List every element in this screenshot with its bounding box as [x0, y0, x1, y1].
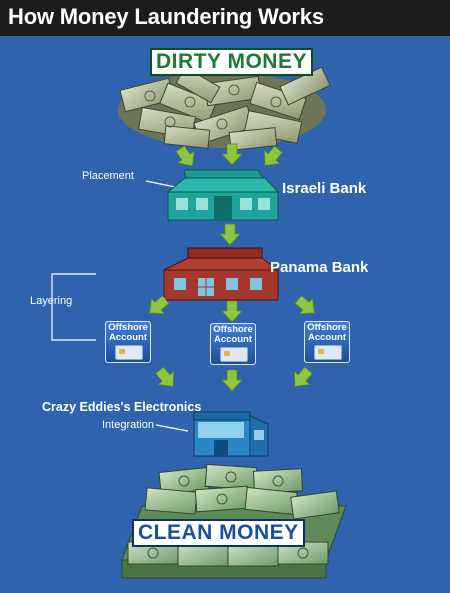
arrow-icon [221, 300, 243, 323]
arrow-icon [151, 363, 182, 394]
dirty-money-label: DIRTY MONEY [150, 48, 313, 76]
layering-label: Layering [30, 295, 73, 307]
israeli-bank-building [166, 169, 280, 221]
credit-card-icon [115, 345, 143, 360]
panama-bank-building [163, 247, 280, 301]
panama-bank-label: Panama Bank [270, 259, 369, 276]
electronics-store-building [193, 411, 269, 457]
arrow-icon [286, 363, 317, 394]
arrow-icon [221, 369, 243, 392]
header-bar: How Money Laundering Works [0, 0, 450, 36]
dirty-money-pile-image [118, 66, 331, 151]
layering-bracket [51, 273, 96, 341]
arrow-icon [291, 291, 322, 322]
integration-label: Integration [102, 419, 154, 431]
israeli-bank-label: Israeli Bank [282, 180, 367, 197]
clean-money-label: CLEAN MONEY [132, 519, 305, 547]
arrow-icon [219, 223, 241, 246]
electronics-store-label: Crazy Eddies's Electronics [42, 400, 202, 414]
placement-label: Placement [82, 170, 134, 182]
credit-card-icon [314, 345, 342, 360]
page-title: How Money Laundering Works [8, 4, 324, 29]
credit-card-icon [220, 347, 248, 362]
